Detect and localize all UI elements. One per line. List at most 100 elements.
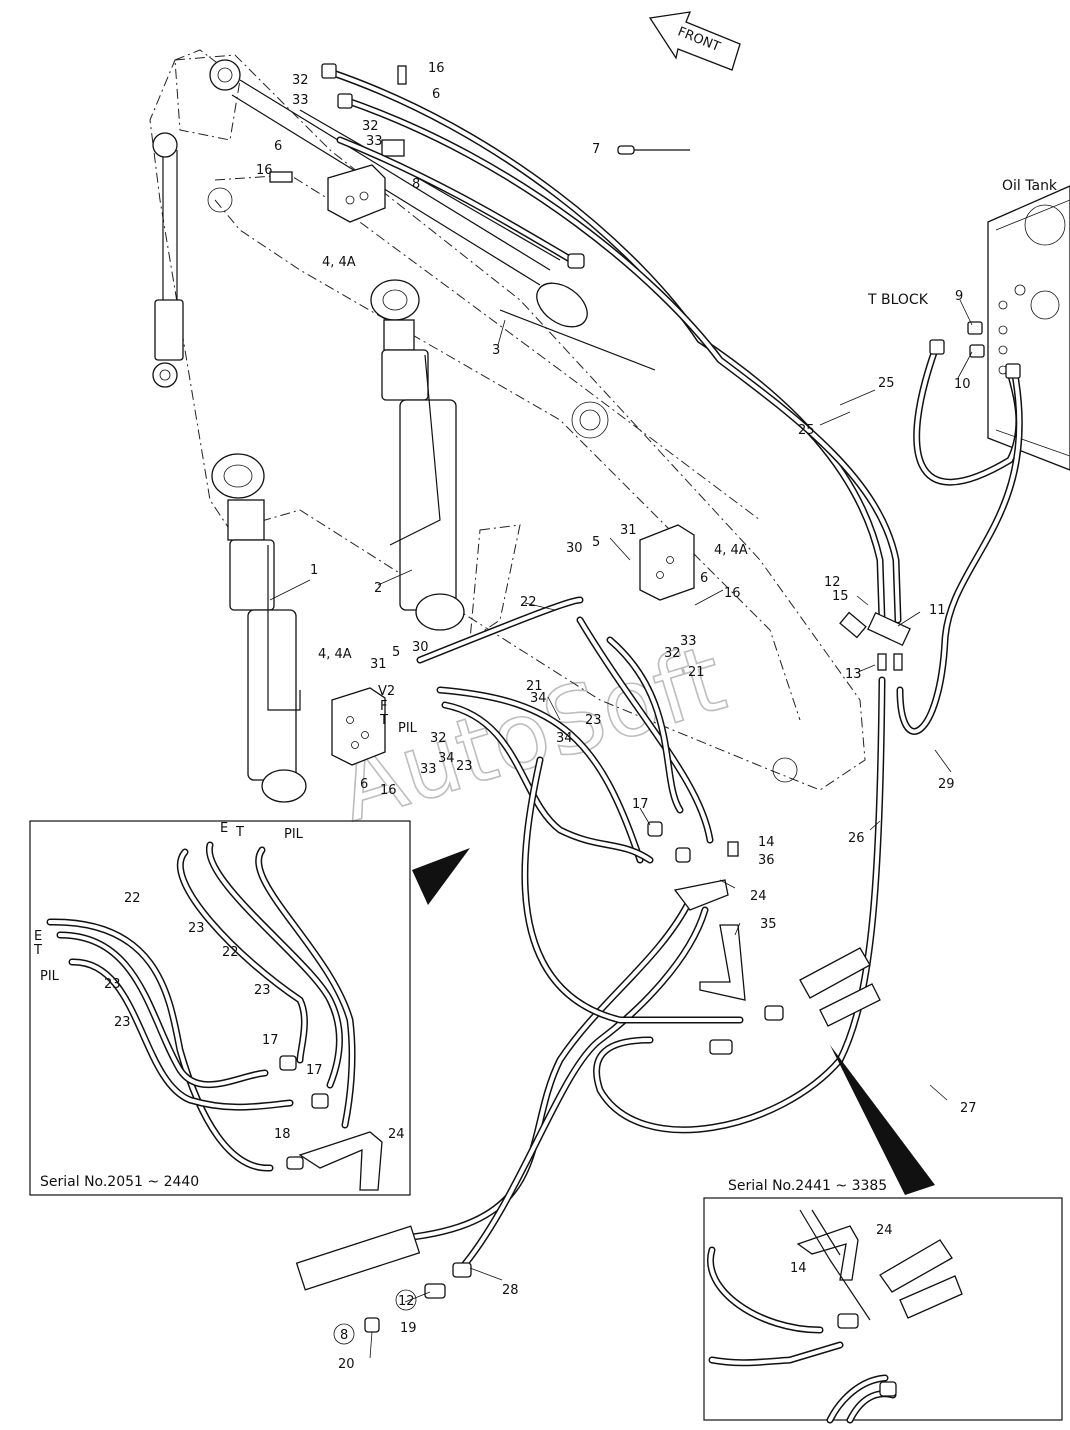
valve-block-mid: [639, 524, 695, 601]
callout-15: 15: [832, 589, 849, 604]
callout-1: 1: [310, 563, 318, 578]
callout-5: 5: [392, 645, 400, 660]
inset-port-pil: PIL: [40, 969, 60, 984]
cylinder-3: [231, 79, 656, 371]
callout-22: 22: [520, 595, 537, 610]
callout-4-4a: 4, 4A: [322, 255, 356, 270]
callout-26: 26: [848, 831, 865, 846]
callout-16: 16: [724, 586, 741, 601]
callout-3: 3: [492, 343, 500, 358]
callout-36: 36: [758, 853, 775, 868]
callout-35: 35: [760, 917, 777, 932]
callout-27: 27: [960, 1101, 977, 1116]
callout-34: 34: [438, 751, 455, 766]
callout-6: 6: [700, 571, 708, 586]
callout-25: 25: [878, 376, 895, 391]
valve-block-top: [327, 139, 405, 223]
callout-19: 19: [400, 1321, 417, 1336]
callout-14: 14: [790, 1261, 807, 1276]
callout-7: 7: [592, 142, 600, 157]
callout-23: 23: [188, 921, 205, 936]
callout-31: 31: [620, 523, 637, 538]
port-label-f: F: [380, 699, 387, 714]
callout-21: 21: [526, 679, 543, 694]
callout-17: 17: [306, 1063, 323, 1078]
inset-right-caption: Serial No.2441 ~ 3385: [728, 1178, 887, 1194]
callout-33: 33: [366, 134, 383, 149]
inset-port-e: E: [34, 929, 42, 944]
callout-5: 5: [592, 535, 600, 550]
inset-port-e: E: [220, 821, 228, 836]
callout-10: 10: [954, 377, 971, 392]
callout-29: 29: [938, 777, 955, 792]
port-label-v2: V2: [378, 684, 395, 699]
inset-port-t: T: [33, 943, 42, 958]
callout-32: 32: [362, 119, 379, 134]
inset-left-caption: Serial No.2051 ~ 2440: [40, 1174, 199, 1190]
callout-33: 33: [680, 634, 697, 649]
oil-tank: [987, 185, 1070, 471]
callout-33: 33: [292, 93, 309, 108]
callout-11: 11: [929, 603, 946, 618]
valve-block-left: [331, 687, 386, 766]
port-label-t: T: [379, 713, 388, 728]
callout-4-4a: 4, 4A: [714, 543, 748, 558]
callout-22: 22: [124, 891, 141, 906]
callout-32: 32: [664, 646, 681, 661]
callout-23: 23: [254, 983, 271, 998]
arm-cylinder-link: [152, 59, 241, 388]
fittings: [269, 63, 1021, 1333]
callout-32: 32: [292, 73, 309, 88]
callout-14: 14: [758, 835, 775, 850]
inset-port-pil: PIL: [284, 827, 304, 842]
callout-17: 17: [632, 797, 649, 812]
callout-12-circled: 12: [398, 1294, 415, 1309]
callout-9: 9: [955, 289, 963, 304]
callout-34: 34: [530, 691, 547, 706]
callout-30: 30: [566, 541, 583, 556]
oil-tank-label: Oil Tank: [1002, 178, 1058, 194]
callout-22: 22: [222, 945, 239, 960]
port-label-pil: PIL: [398, 721, 418, 736]
callout-24: 24: [876, 1223, 893, 1238]
callout-24: 24: [388, 1127, 405, 1142]
cylinder-2: [370, 279, 465, 631]
inset-right: [703, 1045, 1063, 1424]
callout-16: 16: [380, 783, 397, 798]
inset-left: [29, 820, 470, 1196]
callout-23: 23: [104, 977, 121, 992]
callout-23: 23: [456, 759, 473, 774]
callout-2: 2: [374, 581, 382, 596]
labels: Oil Tank T BLOCK Serial No.2051 ~ 2440 S…: [33, 61, 1058, 1372]
callout-8-circled: 8: [340, 1328, 348, 1343]
callout-30: 30: [412, 640, 429, 655]
leader-lines: [269, 299, 973, 1359]
callout-25: 25: [798, 423, 815, 438]
callout-4-4a: 4, 4A: [318, 647, 352, 662]
inset-port-t: T: [235, 825, 244, 840]
callout-28: 28: [502, 1283, 519, 1298]
cylinder-1: [211, 453, 307, 803]
callout-6: 6: [360, 777, 368, 792]
callout-6: 6: [432, 87, 440, 102]
callout-23: 23: [114, 1015, 131, 1030]
callout-24: 24: [750, 889, 767, 904]
callout-18: 18: [274, 1127, 291, 1142]
callout-34: 34: [556, 731, 573, 746]
callout-12: 12: [824, 575, 841, 590]
callout-20: 20: [338, 1357, 355, 1372]
callout-6: 6: [274, 139, 282, 154]
callout-31: 31: [370, 657, 387, 672]
callout-23: 23: [585, 713, 602, 728]
callout-13: 13: [845, 667, 862, 682]
callout-21: 21: [688, 665, 705, 680]
callout-8: 8: [412, 177, 420, 192]
hoses: [326, 68, 1023, 1274]
callout-16: 16: [428, 61, 445, 76]
callout-32: 32: [430, 731, 447, 746]
t-block-label: T BLOCK: [867, 292, 929, 308]
callout-17: 17: [262, 1033, 279, 1048]
callout-33: 33: [420, 762, 437, 777]
